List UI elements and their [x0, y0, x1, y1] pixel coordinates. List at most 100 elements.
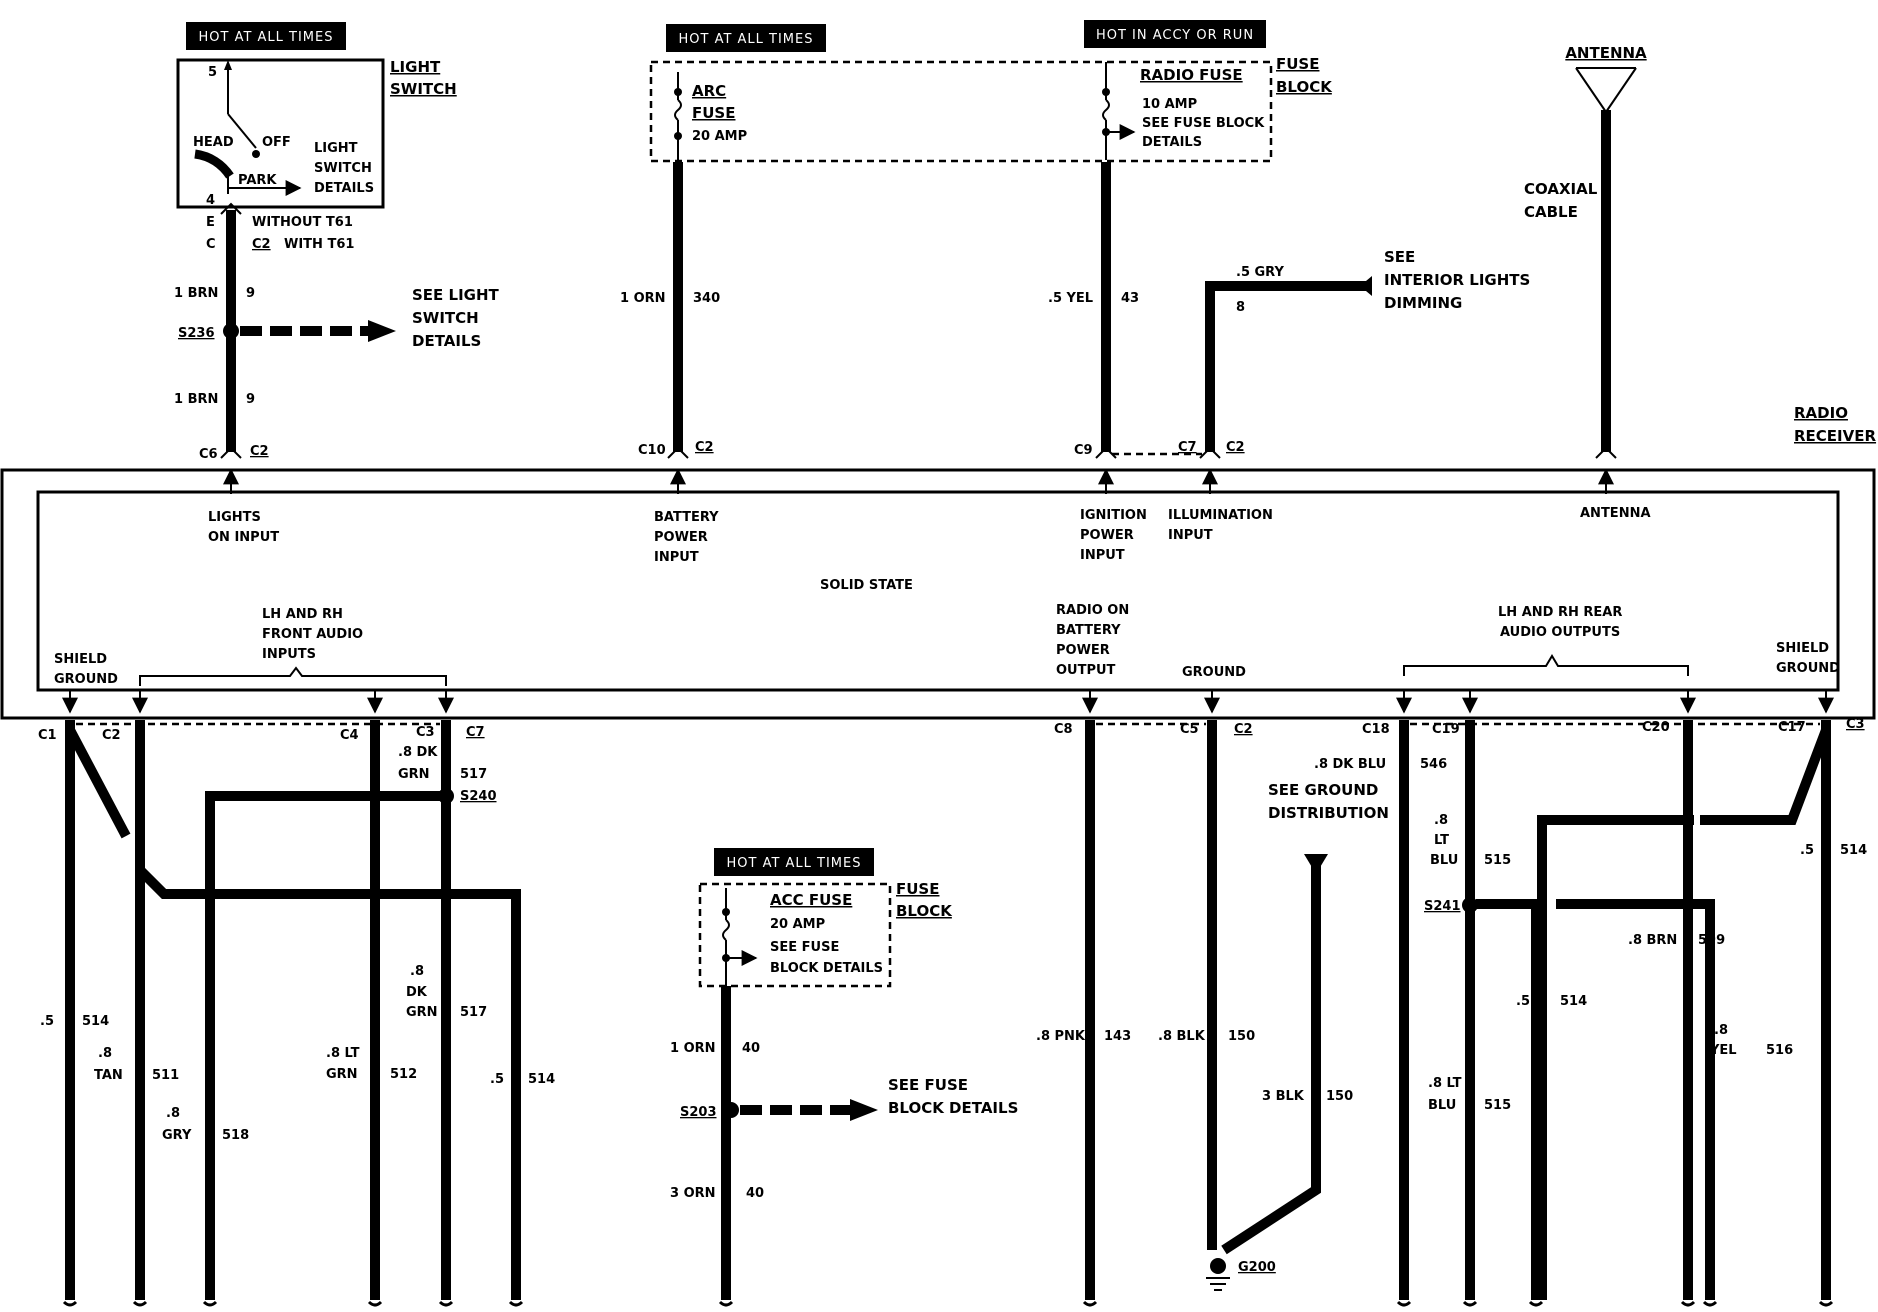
front-3: INPUTS — [262, 647, 316, 662]
w514c-color: .5 — [1516, 994, 1530, 1009]
dkgrn-b1: .8 — [410, 964, 424, 979]
conn-c4: C4 — [340, 728, 359, 743]
brn-color: .8 BRN — [1628, 933, 1677, 948]
illum-2: INPUT — [1168, 528, 1213, 543]
off-label: OFF — [262, 135, 291, 150]
conn-c20: C20 — [1642, 720, 1670, 735]
yel-1: .8 — [1714, 1023, 1728, 1038]
acc-amp: 20 AMP — [770, 917, 825, 932]
coax-2: CABLE — [1524, 203, 1578, 221]
see-int-3: DIMMING — [1384, 294, 1462, 312]
hot-at-all-times-tag-3: HOT AT ALL TIMES — [714, 848, 874, 876]
conn-c18: C18 — [1362, 722, 1390, 737]
gry-2: GRY — [162, 1128, 192, 1143]
conn-c7: C7 — [466, 725, 485, 740]
ls-details-2: SWITCH — [314, 161, 372, 176]
conn-c1: C1 — [38, 728, 57, 743]
c7-c2: C2 — [1226, 440, 1245, 455]
ltblu-b-num: 515 — [1484, 1098, 1511, 1113]
blk3-num: 150 — [1326, 1089, 1353, 1104]
orn1-color: 1 ORN — [670, 1041, 716, 1056]
lights-2: ON INPUT — [208, 530, 279, 545]
connector-c: C — [206, 237, 216, 252]
s203-label: S203 — [680, 1105, 717, 1120]
radio-fuse-title: RADIO FUSE — [1140, 66, 1243, 84]
radio-on-3: POWER — [1056, 643, 1110, 658]
shield-r-2: GROUND — [1776, 661, 1840, 676]
ltblu-b1: .8 LT — [1428, 1076, 1462, 1091]
wire-8-gry — [1205, 281, 1372, 452]
dkgrn-b-num: 517 — [460, 1005, 487, 1020]
rear-1: LH AND RH REAR — [1498, 605, 1622, 620]
splice-s236 — [223, 323, 239, 339]
conn-c8: C8 — [1054, 722, 1073, 737]
brn-num: 599 — [1698, 933, 1725, 948]
arc-1: ARC — [692, 82, 726, 100]
ign-3: INPUT — [1080, 548, 1125, 563]
batt-1: BATTERY — [654, 510, 719, 525]
see-ls-2: SWITCH — [412, 309, 479, 327]
radio-amp: 10 AMP — [1142, 97, 1197, 112]
ground-label: GROUND — [1182, 665, 1246, 680]
c6-label: C6 — [199, 447, 218, 462]
conn-c3b: C3 — [1846, 717, 1865, 732]
park-label: PARK — [238, 173, 277, 188]
c7-label: C7 — [1178, 440, 1197, 455]
radio-receiver: RADIO RECEIVER — [0, 404, 1876, 720]
ls-details-1: LIGHT — [314, 141, 358, 156]
ign-2: POWER — [1080, 528, 1134, 543]
ground-icon — [1206, 1258, 1230, 1291]
shield-l-1: SHIELD — [54, 652, 107, 667]
s241-label: S241 — [1424, 899, 1461, 914]
w514a-num: 514 — [82, 1014, 109, 1029]
yel-num: 516 — [1766, 1043, 1793, 1058]
see-gd-1: SEE GROUND — [1268, 781, 1378, 799]
orn-num: 340 — [693, 291, 720, 306]
with-t61: WITH T61 — [284, 237, 354, 252]
pin-5: 5 — [208, 65, 217, 80]
shield-l-2: GROUND — [54, 672, 118, 687]
antenna-icon — [1575, 67, 1637, 113]
hot-in-accy-or-run-tag: HOT IN ACCY OR RUN — [1084, 20, 1266, 48]
see-gd-2: DISTRIBUTION — [1268, 804, 1389, 822]
fb-top-2: BLOCK — [1276, 78, 1333, 96]
yel-num: 43 — [1121, 291, 1139, 306]
w2-num: 9 — [246, 392, 255, 407]
ltblu-a2: LT — [1434, 833, 1449, 848]
blk-num: 150 — [1228, 1029, 1255, 1044]
tan-1: .8 — [98, 1046, 112, 1061]
dkgrn-a-num: 517 — [460, 767, 487, 782]
yel-color: .5 YEL — [1048, 291, 1093, 306]
radio-on-1: RADIO ON — [1056, 603, 1129, 618]
splice-s240 — [438, 788, 454, 804]
svg-text:HOT AT ALL TIMES: HOT AT ALL TIMES — [198, 30, 333, 45]
dkgrn-a2: GRN — [398, 767, 430, 782]
receiver-title-1: RADIO — [1794, 404, 1848, 422]
see-ls-1: SEE LIGHT — [412, 286, 500, 304]
see-fb-2: BLOCK DETAILS — [888, 1099, 1018, 1117]
radio-on-2: BATTERY — [1056, 623, 1121, 638]
light-switch-title-2: SWITCH — [390, 80, 457, 98]
splice-s241 — [1462, 897, 1478, 913]
pnk-num: 143 — [1104, 1029, 1131, 1044]
orn3-num: 40 — [746, 1186, 764, 1201]
w514a-color: .5 — [40, 1014, 54, 1029]
illum-1: ILLUMINATION — [1168, 508, 1273, 523]
batt-2: POWER — [654, 530, 708, 545]
w514d-num: 514 — [1840, 843, 1867, 858]
arc-2: FUSE — [692, 104, 735, 122]
receiver-output-arrows — [62, 690, 1834, 714]
ltblu-a1: .8 — [1434, 813, 1448, 828]
see-int-2: INTERIOR LIGHTS — [1384, 271, 1530, 289]
ltgrn-1: .8 LT — [326, 1046, 360, 1061]
bottom-right-wires — [1399, 720, 1831, 1300]
radio-see-2: DETAILS — [1142, 135, 1202, 150]
fb-top-1: FUSE — [1276, 55, 1319, 73]
g200-label: G200 — [1238, 1260, 1276, 1275]
dkgrn-b3: GRN — [406, 1005, 438, 1020]
splice-s203 — [723, 1102, 739, 1118]
without-t61: WITHOUT T61 — [252, 215, 353, 230]
ls-details-3: DETAILS — [314, 181, 374, 196]
conn-c17: C17 — [1778, 720, 1806, 735]
